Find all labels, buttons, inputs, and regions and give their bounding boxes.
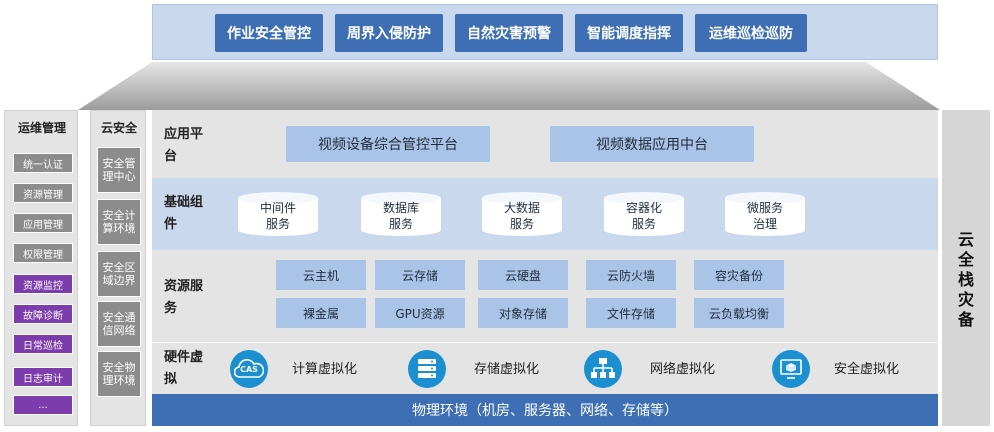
cylinder-icon — [361, 192, 441, 236]
component-line1: 中间件 — [259, 201, 296, 215]
hw-label-storage: 存储虚拟化 — [474, 362, 540, 377]
ops-item-app[interactable]: 应用管理 — [13, 213, 73, 233]
resource-cloud-storage[interactable]: 云存储 — [375, 260, 465, 290]
cloud-security-panel: 云安全 安全管理中心 安全计算环境 安全区域边界 安全通信网络 安全物理环境 — [90, 110, 146, 426]
ops-item-diagnosis[interactable]: 故障诊断 — [13, 304, 73, 324]
layer-basic-components: 基础组件 中间件服务 数据库服务 大数据服务 容器化服务 微服务 — [152, 178, 938, 250]
ops-title: 运维管理 — [17, 121, 66, 135]
resource-file-storage[interactable]: 文件存储 — [586, 298, 676, 328]
cylinder-icon — [482, 192, 562, 236]
layer-title-app: 应用平台 — [164, 127, 204, 164]
hw-label-security: 安全虚拟化 — [834, 362, 900, 377]
cylinder-icon — [238, 192, 318, 236]
layer-title-hw: 硬件虚拟 — [164, 350, 204, 387]
top-item-perimeter[interactable]: 周界入侵防护 — [335, 14, 443, 52]
component-bigdata[interactable]: 大数据服务 — [480, 190, 564, 238]
component-line2: 服务 — [388, 217, 413, 231]
component-microservice[interactable]: 微服务治理 — [723, 190, 807, 238]
security-item-physical[interactable]: 安全物理环境 — [97, 351, 141, 397]
security-item-management[interactable]: 安全管理中心 — [97, 147, 141, 193]
ops-item-auth[interactable]: 统一认证 — [13, 153, 73, 173]
ops-management-panel: 运维管理 统一认证 资源管理 应用管理 权限管理 资源监控 故障诊断 日常巡检 … — [4, 110, 78, 426]
resource-cloud-firewall[interactable]: 云防火墙 — [586, 260, 676, 290]
cas-icon: CAS — [230, 350, 268, 388]
security-box-shape — [780, 359, 802, 379]
network-tree-shape — [591, 358, 615, 378]
cylinder-icon — [725, 192, 805, 236]
resource-cloud-disk[interactable]: 云硬盘 — [478, 260, 568, 290]
layer-title-comp: 基础组件 — [164, 195, 204, 232]
layer-application-platform: 应用平台 视频设备综合管控平台 视频数据应用中台 — [152, 110, 938, 178]
resource-disaster-backup[interactable]: 容灾备份 — [694, 260, 784, 290]
ops-item-resource[interactable]: 资源管理 — [13, 183, 73, 203]
hw-label-network: 网络虚拟化 — [650, 362, 716, 377]
ops-item-log-audit[interactable]: 日志审计 — [13, 367, 73, 387]
hw-label-compute: 计算虚拟化 — [292, 362, 358, 377]
resource-gpu[interactable]: GPU资源 — [375, 298, 465, 328]
top-item-disaster-warning[interactable]: 自然灾害预警 — [455, 14, 563, 52]
top-application-banner: 作业安全管控 周界入侵防护 自然灾害预警 智能调度指挥 运维巡检巡防 — [152, 4, 938, 60]
component-line2: 治理 — [752, 217, 777, 231]
component-line1: 大数据 — [503, 201, 540, 215]
security-title: 云安全 — [100, 121, 137, 135]
component-line1: 微服务 — [746, 201, 783, 215]
cylinder-icon — [604, 192, 684, 236]
component-line2: 服务 — [509, 217, 534, 231]
security-item-network[interactable]: 安全通信网络 — [97, 301, 141, 347]
cas-cloud-shape — [234, 359, 264, 378]
component-database[interactable]: 数据库服务 — [359, 190, 443, 238]
top-item-dispatch[interactable]: 智能调度指挥 — [575, 14, 683, 52]
component-line2: 服务 — [631, 217, 656, 231]
ops-item-more[interactable]: ... — [13, 395, 73, 415]
top-item-inspection[interactable]: 运维巡检巡防 — [695, 14, 807, 52]
roof-trapezoid — [78, 62, 940, 110]
server-stack-icon — [408, 350, 446, 388]
layer-resource-services: 资源服务 云主机 云存储 云硬盘 云防火墙 容灾备份 裸金属 GPU资源 对象存… — [152, 250, 938, 342]
component-middleware[interactable]: 中间件服务 — [236, 190, 320, 238]
resource-object-storage[interactable]: 对象存储 — [478, 298, 568, 328]
ops-item-monitor[interactable]: 资源监控 — [13, 274, 73, 294]
component-container[interactable]: 容器化服务 — [602, 190, 686, 238]
resource-bare-metal[interactable]: 裸金属 — [276, 298, 366, 328]
full-stack-dr-panel: 云全栈灾备 — [942, 110, 990, 426]
security-item-boundary[interactable]: 安全区域边界 — [97, 251, 141, 297]
component-line1: 容器化 — [625, 201, 662, 215]
security-box-icon — [772, 350, 810, 388]
component-line2: 服务 — [265, 217, 290, 231]
top-item-work-safety[interactable]: 作业安全管控 — [215, 14, 323, 52]
stack-title: 云全栈灾备 — [957, 230, 974, 329]
resource-load-balancer[interactable]: 云负载均衡 — [694, 298, 784, 328]
component-line1: 数据库 — [382, 201, 419, 215]
layer-hardware-virtualization: 硬件虚拟 CAS 计算虚拟化 存储虚拟化 网络虚拟化 — [152, 342, 938, 394]
resource-cloud-host[interactable]: 云主机 — [276, 260, 366, 290]
physical-label: 物理环境（机房、服务器、网络、存储等） — [412, 403, 678, 419]
server-stack-shape — [418, 359, 436, 378]
layer-title-res: 资源服务 — [164, 279, 204, 316]
layer-physical-environment: 物理环境（机房、服务器、网络、存储等） — [152, 394, 938, 426]
ops-item-permission[interactable]: 权限管理 — [13, 243, 73, 263]
cas-badge-text: CAS — [240, 365, 258, 374]
network-tree-icon — [584, 350, 622, 388]
security-item-computing[interactable]: 安全计算环境 — [97, 199, 141, 245]
ops-item-patrol[interactable]: 日常巡检 — [13, 334, 73, 354]
app-box-video-data-platform[interactable]: 视频数据应用中台 — [550, 126, 754, 162]
app-box-video-management[interactable]: 视频设备综合管控平台 — [286, 126, 490, 162]
